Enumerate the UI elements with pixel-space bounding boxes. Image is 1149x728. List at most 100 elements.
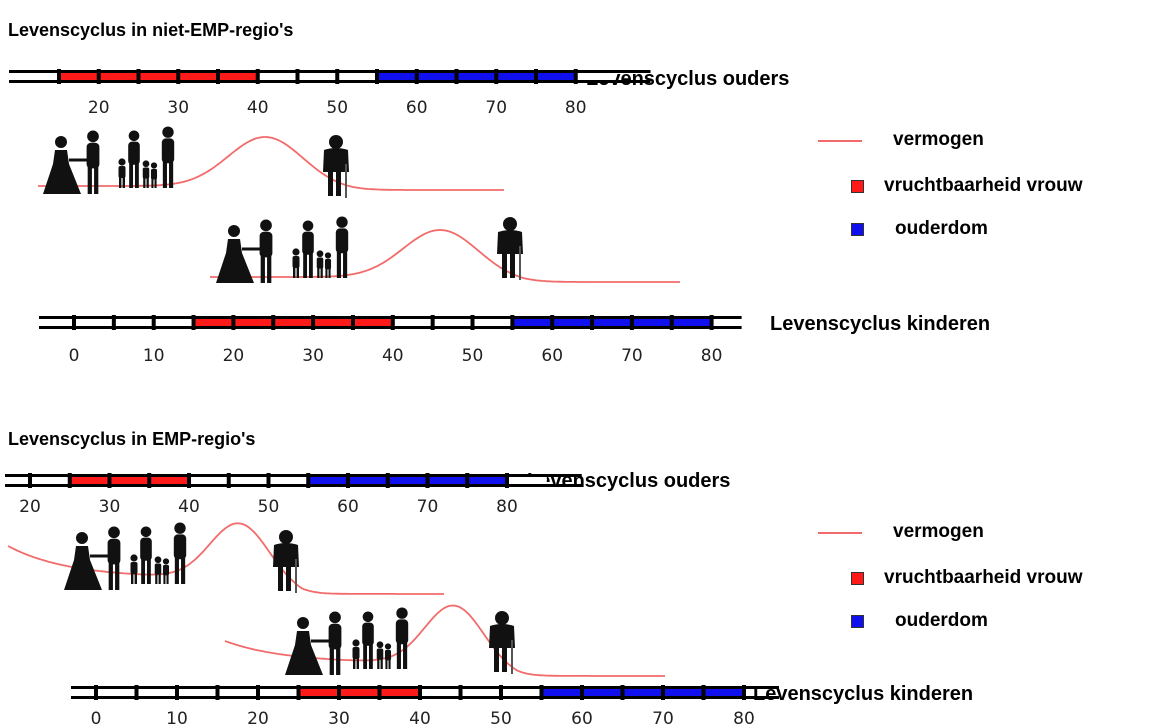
elder-head bbox=[495, 611, 509, 625]
parent-torso bbox=[362, 622, 374, 646]
parent-head bbox=[162, 126, 174, 138]
children-major-tick bbox=[709, 315, 714, 330]
parent-torso bbox=[395, 619, 409, 645]
children-major-tick bbox=[458, 685, 463, 700]
parents-major-tick bbox=[187, 473, 191, 488]
parents-major-tick bbox=[295, 69, 300, 84]
elder-leg bbox=[278, 565, 283, 591]
parent-leg bbox=[336, 251, 341, 278]
parents-fertility-segment bbox=[219, 73, 257, 80]
parents-fertility-segment bbox=[99, 73, 138, 80]
children-major-tick bbox=[550, 315, 555, 330]
parents-major-tick bbox=[255, 69, 260, 84]
child-torso bbox=[130, 562, 138, 574]
children-major-tick bbox=[661, 685, 665, 700]
groom-torso bbox=[328, 623, 342, 650]
children-major-tick bbox=[296, 685, 301, 700]
elder-coat bbox=[273, 543, 299, 567]
parents-major-tick bbox=[28, 473, 32, 488]
parents-old-age-segment bbox=[349, 477, 387, 484]
children-tick-label: 10 bbox=[143, 346, 165, 366]
children-tick-label: 70 bbox=[652, 709, 674, 728]
parent-leg bbox=[181, 557, 186, 584]
parents-tick-label: 70 bbox=[417, 497, 439, 517]
parents-old-age-segment bbox=[497, 73, 535, 80]
parents-fertility-segment bbox=[110, 477, 149, 484]
parent-torso bbox=[302, 231, 314, 255]
elder-leg bbox=[336, 170, 341, 196]
child-torso bbox=[316, 257, 324, 269]
parent-head bbox=[174, 522, 186, 534]
parents-major-tick bbox=[335, 69, 340, 84]
child-leg bbox=[356, 658, 359, 669]
children-fertility-segment bbox=[314, 319, 352, 326]
parents-major-tick bbox=[306, 473, 311, 488]
legend-old-age-label: ouderdom bbox=[895, 610, 988, 631]
child-leg bbox=[119, 177, 122, 188]
parents-major-tick bbox=[147, 473, 152, 488]
parents-fertility-segment bbox=[139, 73, 178, 80]
parents-tick-label: 20 bbox=[19, 497, 41, 517]
children-old-age-segment bbox=[664, 689, 703, 696]
parent-leg bbox=[368, 643, 373, 669]
groom-leg bbox=[108, 562, 113, 590]
parents-old-age-segment bbox=[428, 477, 467, 484]
children-major-tick bbox=[151, 315, 156, 330]
bride-head bbox=[228, 225, 240, 237]
parent-leg bbox=[169, 161, 174, 188]
parents-tick-label: 30 bbox=[167, 98, 189, 118]
child-torso bbox=[162, 564, 170, 576]
parent-torso bbox=[335, 228, 349, 254]
children-major-tick bbox=[72, 315, 76, 330]
parents-tick-label: 40 bbox=[247, 98, 269, 118]
elder-coat bbox=[323, 148, 349, 172]
children-major-tick bbox=[742, 685, 746, 700]
groom-leg bbox=[267, 255, 272, 283]
parents-tick-label: 60 bbox=[337, 497, 359, 517]
parents-major-tick bbox=[465, 473, 470, 488]
child-head bbox=[352, 639, 360, 647]
children-lifecycle-label: Levenscyclus kinderen bbox=[770, 313, 991, 335]
parent-leg bbox=[146, 558, 151, 584]
parent-head bbox=[396, 607, 408, 619]
groom-head bbox=[260, 219, 272, 232]
children-fertility-segment bbox=[234, 319, 273, 326]
children-major-tick bbox=[510, 315, 515, 330]
parents-rail-bottom bbox=[5, 484, 582, 487]
children-tick-label: 10 bbox=[166, 709, 188, 728]
child-leg bbox=[166, 574, 169, 584]
bride-dress bbox=[285, 631, 323, 675]
child-torso bbox=[292, 256, 300, 268]
legend-old-age-label: ouderdom bbox=[895, 218, 988, 239]
parent-head bbox=[336, 216, 348, 228]
parent-leg bbox=[162, 161, 167, 188]
legend-fertility-swatch bbox=[851, 572, 864, 585]
parent-torso bbox=[161, 138, 175, 164]
parents-major-tick bbox=[375, 69, 379, 84]
children-major-tick bbox=[590, 315, 595, 330]
elder-head bbox=[279, 530, 293, 544]
legend-fertility-label: vruchtbaarheid vrouw bbox=[884, 175, 1083, 196]
elderly-man-icon bbox=[323, 135, 349, 198]
children-rail-top bbox=[71, 686, 779, 689]
children-major-tick bbox=[629, 315, 634, 330]
parents-major-tick bbox=[57, 69, 61, 84]
parent-head bbox=[140, 526, 152, 538]
parent-leg bbox=[303, 252, 308, 278]
child-head bbox=[324, 252, 332, 259]
parents-tick-label: 80 bbox=[496, 497, 518, 517]
child-head bbox=[292, 248, 300, 256]
child-leg bbox=[158, 573, 161, 584]
children-old-age-segment bbox=[672, 319, 711, 326]
child-head bbox=[316, 250, 324, 258]
children-major-tick bbox=[231, 315, 236, 330]
parent-head bbox=[302, 220, 314, 232]
parents-tick-label: 50 bbox=[326, 98, 348, 118]
bride-dress bbox=[216, 239, 254, 283]
children-old-age-segment bbox=[583, 689, 622, 696]
children-old-age-segment bbox=[513, 319, 552, 326]
family-icon bbox=[292, 216, 349, 278]
children-major-tick bbox=[111, 315, 116, 330]
children-tick-label: 20 bbox=[223, 346, 245, 366]
